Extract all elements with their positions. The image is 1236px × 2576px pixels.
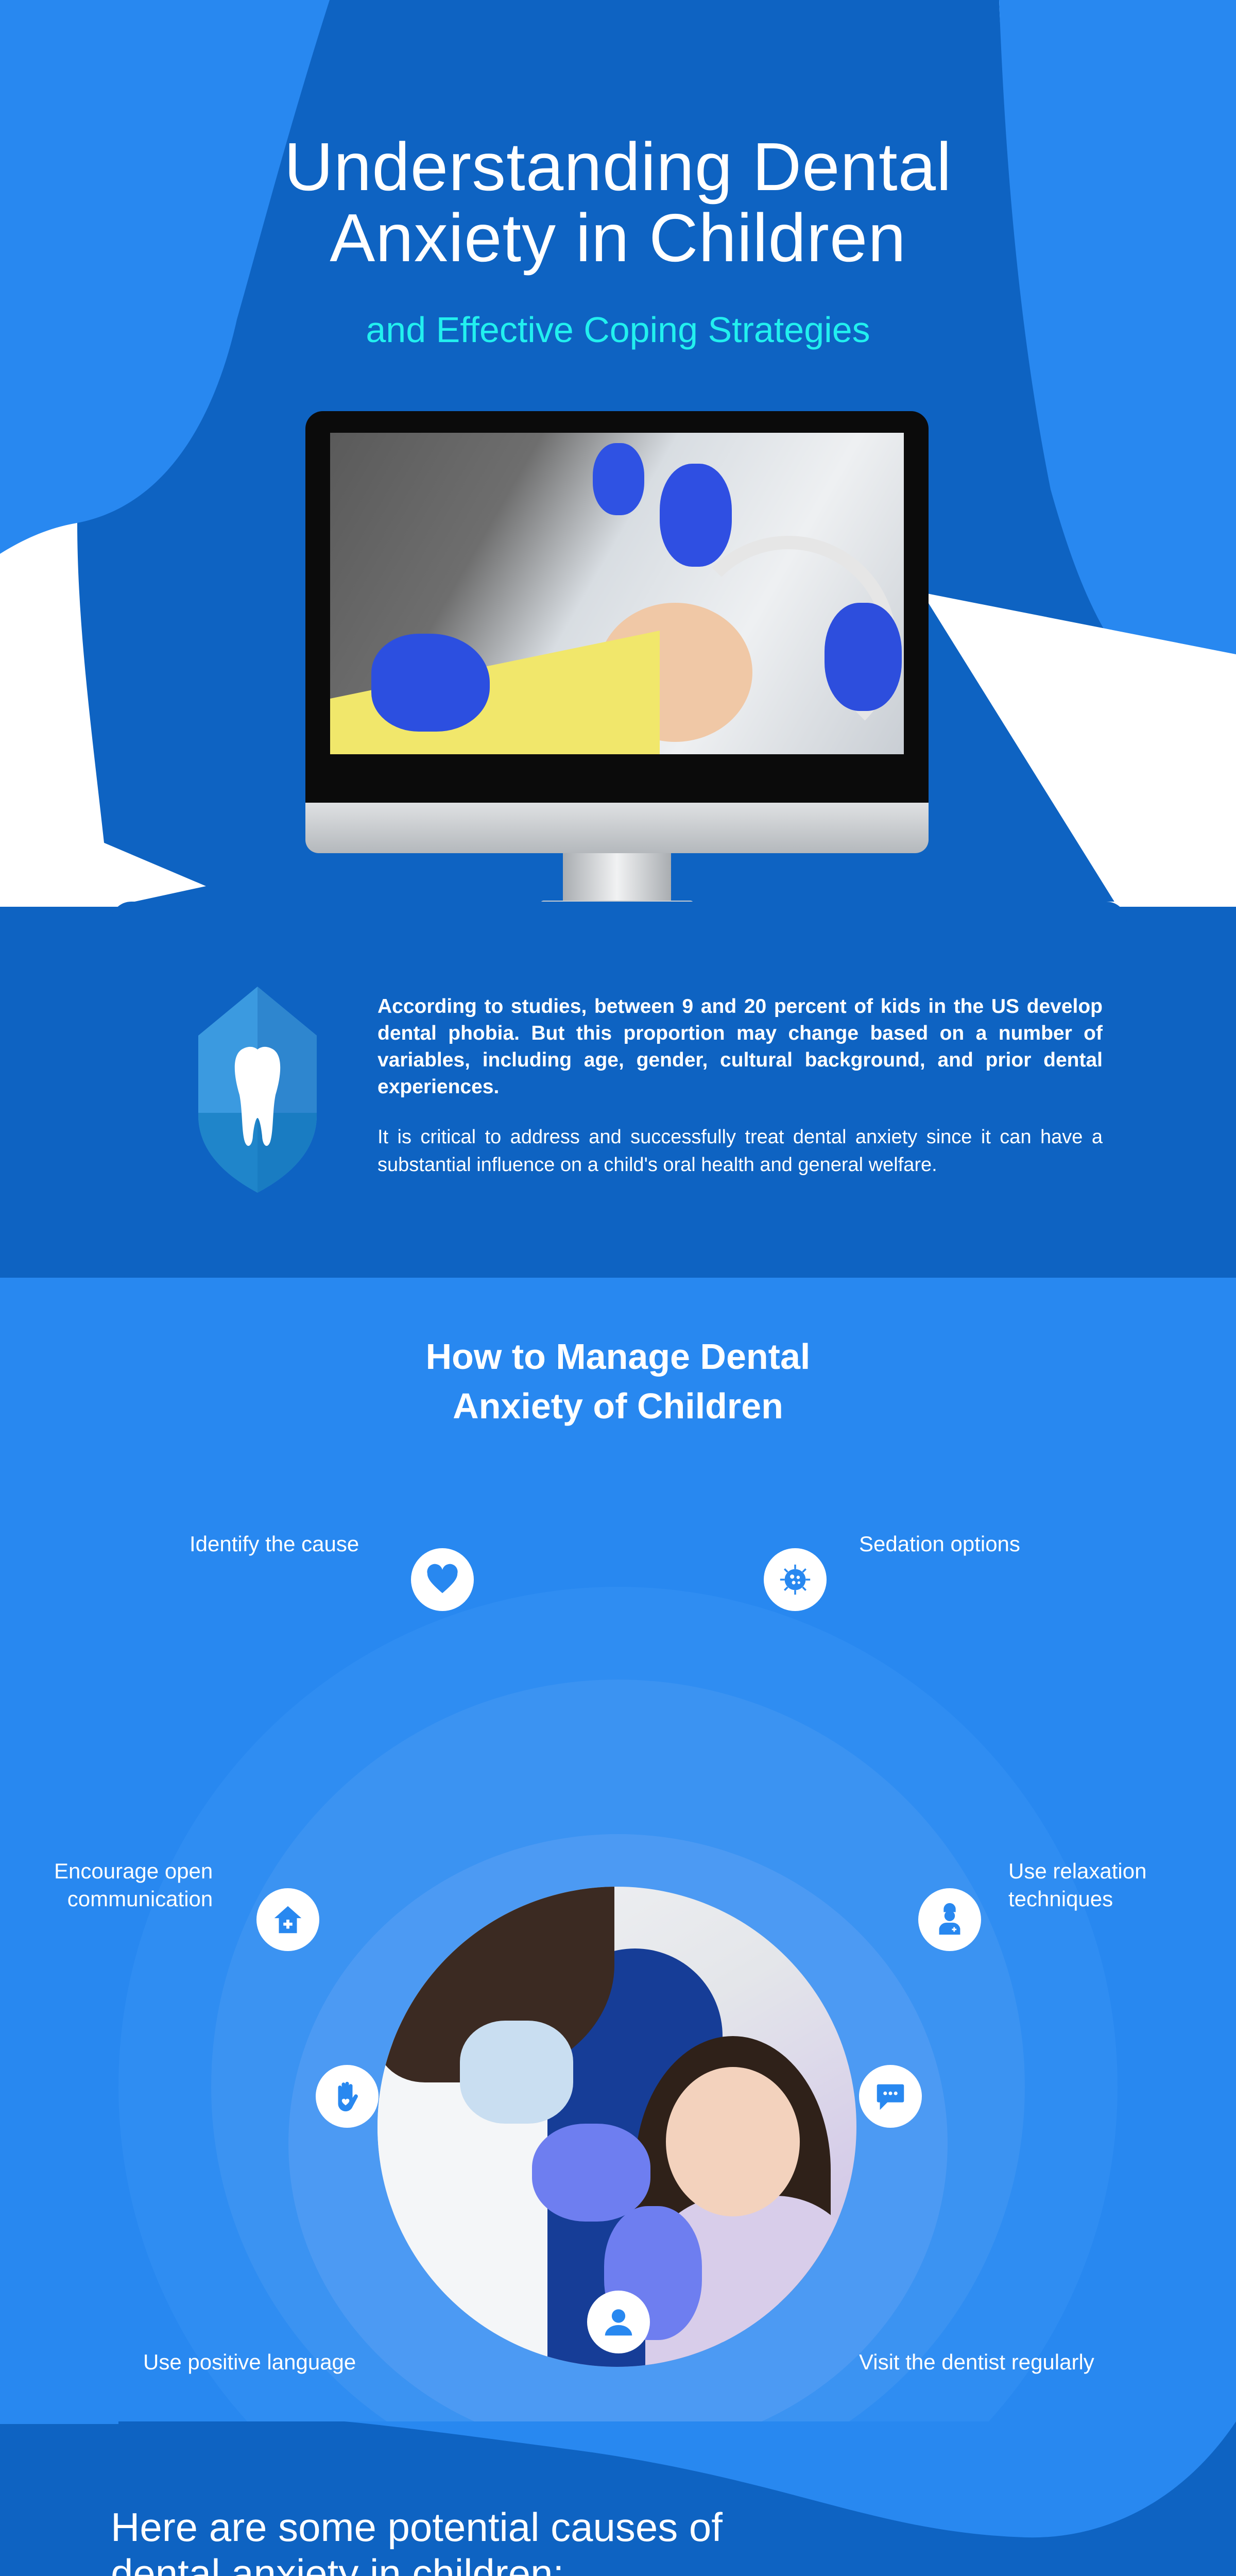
step-label-visit-dentist: Visit the dentist regularly	[859, 2350, 1094, 2374]
page-subtitle: and Effective Coping Strategies	[366, 310, 870, 350]
manage-title: How to Manage Dental Anxiety of Children	[425, 1336, 811, 1426]
hero-section: Understanding Dental Anxiety in Children…	[0, 0, 1236, 910]
monitor-stand	[563, 853, 671, 905]
shield-tooth-icon	[198, 987, 317, 1193]
step-label-identify-cause: Identify the cause	[190, 1532, 359, 1556]
monitor-chin	[305, 803, 929, 853]
dentist-photo	[377, 1887, 856, 2367]
hero-photo	[330, 433, 904, 754]
step-label-open-communication: Encourage open communication	[54, 1859, 213, 1911]
step-relaxation	[918, 1888, 981, 1951]
step-identify-cause	[411, 1548, 474, 1611]
importance-text: It is critical to address and successful…	[377, 1126, 1103, 1176]
chat-bubble-icon	[877, 2084, 904, 2110]
manage-section: How to Manage Dental Anxiety of Children…	[0, 1278, 1236, 2576]
virus-icon	[780, 1564, 811, 1595]
causes-wave-shape	[0, 2421, 1236, 2538]
causes-title: Here are some potential causes of dental…	[111, 2504, 723, 2576]
nurse-icon	[939, 1903, 960, 1935]
monitor-image	[305, 411, 929, 917]
heart-icon	[427, 1564, 458, 1594]
hand-heart-icon	[338, 2081, 358, 2112]
step-label-positive-language: Use positive language	[143, 2350, 356, 2374]
step-label-sedation: Sedation options	[859, 1532, 1020, 1556]
step-positive-language	[316, 2065, 379, 2128]
statistics-card: According to studies, between 9 and 20 p…	[111, 902, 1127, 1278]
step-visit-dentist	[859, 2065, 922, 2128]
user-icon	[605, 2309, 632, 2336]
house-plus-icon	[274, 1906, 302, 1934]
causes-section: Here are some potential causes of dental…	[0, 2421, 1236, 2576]
monitor-bezel	[305, 411, 929, 803]
step-provide-information	[587, 2291, 650, 2353]
step-label-relaxation: Use relaxation techniques	[1008, 1859, 1147, 1911]
step-open-communication	[256, 1888, 319, 1951]
statistic-text: According to studies, between 9 and 20 p…	[377, 995, 1103, 1098]
page-title: Understanding Dental Anxiety in Children	[284, 129, 952, 276]
step-sedation	[764, 1548, 827, 1611]
